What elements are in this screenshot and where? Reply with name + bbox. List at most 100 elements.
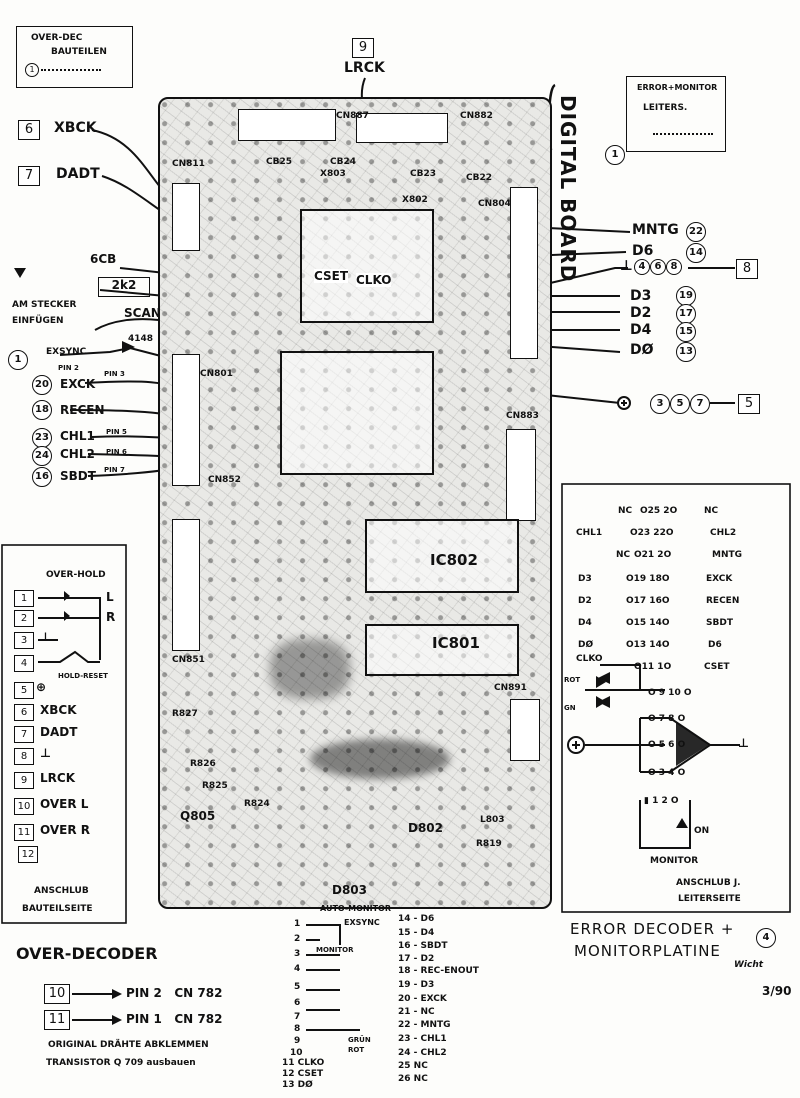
- bc-right-pin: 15 - D4: [398, 928, 435, 938]
- bc-left-pin: 5: [294, 982, 301, 992]
- bc-exsync: EXSYNC: [344, 918, 380, 927]
- rp-footer-2: LEITERSEITE: [678, 894, 741, 904]
- left-row-text: ⊥: [40, 746, 51, 760]
- pcb-dark-blob: [310, 739, 450, 779]
- ic-top-chip: [300, 209, 434, 323]
- bc-right-pin: 22 - MNTG: [398, 1020, 451, 1030]
- bc-rot: ROT: [348, 1046, 365, 1054]
- rp-left: D3: [578, 574, 592, 584]
- connector-cn882: [356, 113, 448, 143]
- connector-cn801: [172, 354, 200, 486]
- rp-right: MNTG: [712, 550, 743, 560]
- bc-right-pin: 19 - D3: [398, 980, 435, 990]
- error-box-line-2: LEITERS.: [643, 103, 688, 113]
- left-row-num: 12: [18, 846, 38, 863]
- chl1-pin: PIN 5: [106, 428, 127, 436]
- rp-pin-7-8: O 7 8 O: [648, 714, 686, 724]
- rp-left: D4: [578, 618, 592, 628]
- label-r824: R824: [244, 799, 270, 809]
- left-row-num: 6: [14, 704, 34, 721]
- label-x802: X802: [402, 195, 428, 205]
- bl-note-2: TRANSISTOR Q 709 ausbauen: [46, 1058, 196, 1068]
- rp-on: ON: [694, 826, 710, 836]
- bl-note-1: ORIGINAL DRÄHTE ABKLEMMEN: [48, 1040, 209, 1050]
- bc-right-pin: 14 - D6: [398, 914, 435, 924]
- chl1-num: 23: [32, 428, 52, 448]
- warning-icon: [14, 268, 26, 278]
- left-row-num: 4: [14, 655, 34, 672]
- label-cn801: CN801: [200, 369, 233, 379]
- board-title: DIGITAL BOARD: [556, 95, 580, 283]
- rp-pins: O23 22O: [630, 528, 674, 538]
- lrck-num: 9: [352, 38, 374, 58]
- exck-label: EXCK: [60, 377, 96, 391]
- chl1-label: CHL1: [60, 429, 95, 443]
- left-row-num: 5: [14, 682, 34, 699]
- date: 3/90: [762, 984, 792, 998]
- bc-monitor: MONITOR: [316, 946, 354, 954]
- overdecoder-title: OVER-DECODER: [16, 944, 158, 963]
- rp-pin-9-10: O 9 10 O: [648, 688, 692, 698]
- rp-gn: GN: [564, 704, 576, 712]
- bc-right-pin: 24 - CHL2: [398, 1048, 447, 1058]
- label-r819: R819: [476, 839, 502, 849]
- error-decoder-title-1: ERROR DECODER +: [570, 920, 735, 938]
- label-x803: X803: [320, 169, 346, 179]
- rp-pins: O13 14O: [626, 640, 670, 650]
- note-line-2: EINFÜGEN: [12, 316, 64, 326]
- left-row-num: 9: [14, 772, 34, 789]
- label-d802: D802: [408, 821, 444, 835]
- connector-cn811: [172, 183, 200, 251]
- label-cn882: CN882: [460, 111, 493, 121]
- exck-pin: PIN 3: [104, 370, 125, 378]
- ground-num-4: 4: [634, 259, 650, 275]
- chl2-pin: PIN 6: [106, 448, 127, 456]
- plus-num-3: 3: [650, 394, 670, 414]
- signature: Wicht: [734, 960, 764, 970]
- rp-left: NC: [616, 550, 631, 560]
- mntg-num: 22: [686, 222, 706, 242]
- exsync-pin: PIN 2: [58, 364, 79, 372]
- bc-left-pin: 9: [294, 1036, 301, 1046]
- label-r827: R827: [172, 709, 198, 719]
- bc-left-pin: 11 CLKO: [282, 1058, 325, 1068]
- left-panel-footer-2: BAUTEILSEITE: [22, 904, 93, 914]
- bl-num-11: 11: [44, 1010, 70, 1030]
- opamp-icon: [676, 722, 710, 766]
- pcb-dark-blob: [270, 639, 350, 699]
- plus-num-5: 5: [670, 394, 690, 414]
- connector-cn851: [172, 519, 200, 651]
- dadt-label: DADT: [56, 166, 100, 182]
- label-cset: CSET: [314, 269, 349, 283]
- rp-pins: O15 14O: [626, 618, 670, 628]
- left-row-text: DADT: [40, 725, 78, 739]
- r6cb-label: 6CB: [90, 252, 117, 266]
- label-cb22: CB22: [466, 173, 492, 183]
- led-red-icon: [596, 676, 606, 688]
- connector-cn883: [506, 429, 536, 521]
- sbdt-num: 16: [32, 467, 52, 487]
- label-cb25: CB25: [266, 157, 292, 167]
- bc-right-pin: 26 NC: [398, 1074, 428, 1084]
- ground-box: 8: [736, 259, 758, 279]
- d6-num: 14: [686, 243, 706, 263]
- bc-right-pin: 17 - D2: [398, 954, 435, 964]
- rp-pin-1-2: ▮ 1 2 O: [644, 796, 679, 806]
- ground-num-6: 6: [650, 259, 666, 275]
- label-ic801: IC801: [432, 634, 480, 652]
- ground-symbol: ⊥: [620, 258, 633, 274]
- label-cn891: CN891: [494, 683, 527, 693]
- rp-pin-5-6: O 5 6 O: [648, 740, 686, 750]
- rp-pins: O19 18O: [626, 574, 670, 584]
- rp-right: SBDT: [706, 618, 733, 628]
- bc-left-pin: 6: [294, 998, 301, 1008]
- left-panel-footer-1: ANSCHLUB: [34, 886, 89, 896]
- rp-pin-3-4: O 3 4 O: [648, 768, 686, 778]
- overdec-box-line-1: OVER-DEC: [31, 33, 83, 43]
- bc-left-pin: 12 CSET: [282, 1069, 324, 1079]
- error-box-num: 1: [605, 145, 625, 165]
- label-cb23: CB23: [410, 169, 436, 179]
- overdec-box-line-2: BAUTEILEN: [51, 47, 107, 57]
- bc-left-pin: 13 DØ: [282, 1080, 313, 1090]
